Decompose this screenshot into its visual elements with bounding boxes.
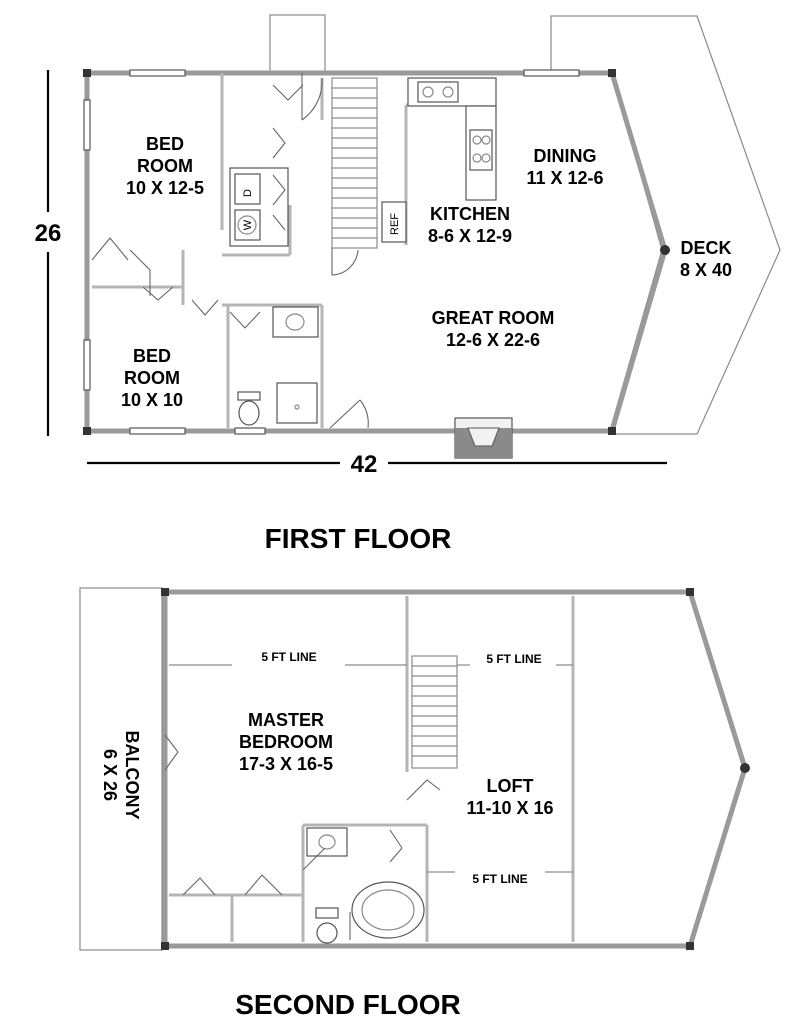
svg-text:12-6 X 22-6: 12-6 X 22-6 [446, 330, 540, 350]
bottom-dimension-label: 42 [351, 451, 378, 478]
svg-text:10 X 12-5: 10 X 12-5 [126, 178, 204, 198]
svg-text:LOFT: LOFT [487, 776, 534, 796]
second-floor-doors [182, 779, 441, 940]
second-floor-stairs [411, 655, 458, 769]
bedroom1-label: BED ROOM 10 X 12-5 [126, 134, 204, 198]
second-floor-exterior-walls [162, 589, 748, 949]
svg-text:8 X 40: 8 X 40 [680, 260, 732, 280]
laundry [229, 167, 289, 247]
second-floor-title: SECOND FLOOR [235, 989, 461, 1020]
first-floor-plan: REF D W [35, 14, 781, 554]
svg-text:ROOM: ROOM [124, 368, 180, 388]
first-floor-stairs [331, 77, 378, 249]
five-foot-line-label: 5 FT LINE [486, 652, 541, 666]
svg-text:BEDROOM: BEDROOM [239, 732, 333, 752]
svg-text:KITCHEN: KITCHEN [430, 204, 510, 224]
great-room-label: GREAT ROOM 12-6 X 22-6 [432, 308, 555, 350]
svg-text:11-10 X 16: 11-10 X 16 [466, 798, 553, 818]
bedroom2-label: BED ROOM 10 X 10 [121, 346, 183, 410]
svg-text:BED: BED [146, 134, 184, 154]
five-foot-line-label: 5 FT LINE [472, 872, 527, 886]
balcony-label: BALCONY 6 X 26 [100, 731, 142, 820]
svg-text:DINING: DINING [534, 146, 597, 166]
svg-text:GREAT ROOM: GREAT ROOM [432, 308, 555, 328]
svg-text:8-6 X 12-9: 8-6 X 12-9 [428, 226, 512, 246]
svg-text:6 X 26: 6 X 26 [100, 749, 120, 801]
deck-outline [550, 15, 781, 435]
master-bathroom [306, 827, 425, 944]
refrigerator [381, 201, 407, 243]
svg-text:ROOM: ROOM [137, 156, 193, 176]
loft-label: LOFT 11-10 X 16 [466, 776, 553, 818]
svg-text:MASTER: MASTER [248, 710, 324, 730]
dryer-label: D [242, 189, 254, 197]
second-floor-interior-walls [169, 596, 575, 942]
chimney [269, 14, 326, 74]
five-foot-line-label: 5 FT LINE [261, 650, 316, 664]
kitchen-label: KITCHEN 8-6 X 12-9 [428, 204, 512, 246]
svg-text:DECK: DECK [680, 238, 731, 258]
first-floor-title: FIRST FLOOR [265, 523, 452, 554]
balcony-outline [79, 587, 163, 951]
balcony-door [164, 734, 179, 771]
kitchen-counters [407, 77, 497, 201]
svg-text:11 X 12-6: 11 X 12-6 [526, 168, 603, 188]
side-dimension-label: 26 [35, 220, 62, 247]
refrigerator-label: REF [389, 213, 401, 235]
fireplace [454, 417, 513, 459]
svg-text:BED: BED [133, 346, 171, 366]
second-floor-plan: 5 FT LINE 5 FT LINE 5 FT LINE MASTER BED… [79, 587, 750, 1020]
svg-text:17-3 X 16-5: 17-3 X 16-5 [239, 754, 333, 774]
dining-label: DINING 11 X 12-6 [526, 146, 603, 188]
svg-text:10 X 10: 10 X 10 [121, 390, 183, 410]
master-bedroom-label: MASTER BEDROOM 17-3 X 16-5 [239, 710, 333, 774]
svg-text:BALCONY: BALCONY [122, 731, 142, 820]
first-floor-doors [91, 73, 369, 429]
deck-label: DECK 8 X 40 [680, 238, 732, 280]
first-floor-bathroom [237, 306, 319, 426]
five-foot-lines [169, 664, 573, 873]
washer-label: W [242, 219, 254, 230]
windows [83, 69, 580, 435]
